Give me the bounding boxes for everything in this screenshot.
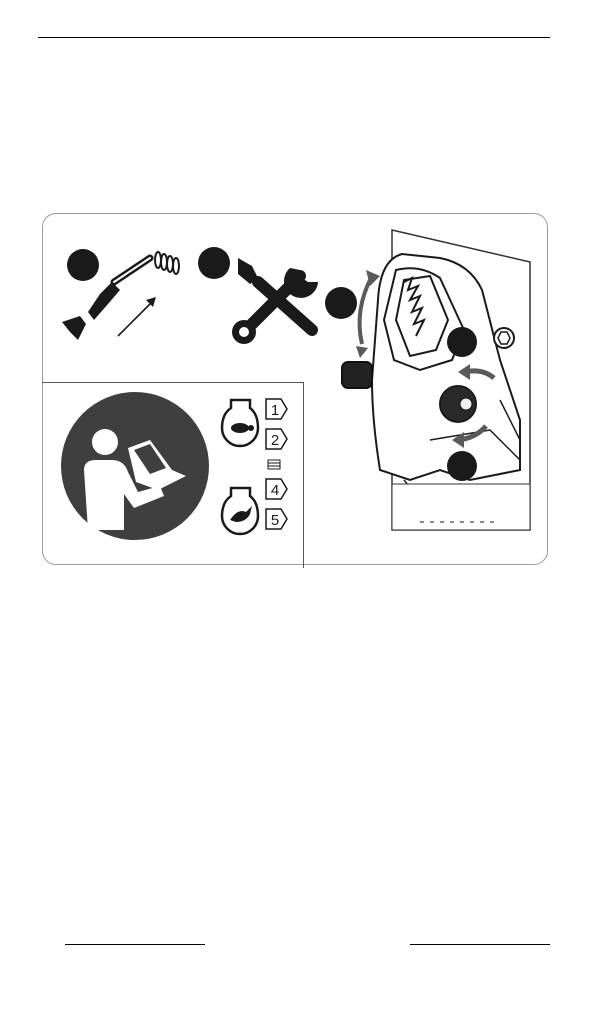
step-dot-4-icon bbox=[447, 327, 477, 357]
screwdriver-cable-icon bbox=[62, 251, 180, 340]
photo-label-strip bbox=[391, 483, 531, 531]
turtle-slow-icon bbox=[220, 398, 260, 448]
footer-rule-left bbox=[65, 944, 205, 945]
step-dot-2-icon bbox=[198, 247, 230, 279]
speed-level-pills bbox=[265, 398, 288, 530]
read-manual-icon bbox=[61, 392, 209, 540]
wrench-screwdriver-icon bbox=[232, 258, 318, 344]
speed-level-4: 4 bbox=[271, 482, 279, 499]
speed-level-5: 5 bbox=[271, 512, 279, 529]
speed-level-3-equals-icon bbox=[267, 459, 281, 470]
speed-level-1: 1 bbox=[271, 402, 279, 419]
header-rule bbox=[38, 37, 550, 38]
rotation-arrows bbox=[356, 270, 496, 448]
step-dot-5-icon bbox=[447, 451, 477, 481]
mechanism-illustration bbox=[341, 229, 531, 531]
rabbit-fast-icon bbox=[220, 486, 260, 536]
footer-rule-right bbox=[410, 944, 550, 945]
step-dot-3-icon bbox=[325, 287, 357, 319]
speed-level-2: 2 bbox=[271, 432, 279, 449]
step-dot-1-icon bbox=[67, 249, 99, 281]
panel-divider-horizontal bbox=[42, 382, 304, 383]
panel-divider-vertical bbox=[303, 382, 304, 568]
